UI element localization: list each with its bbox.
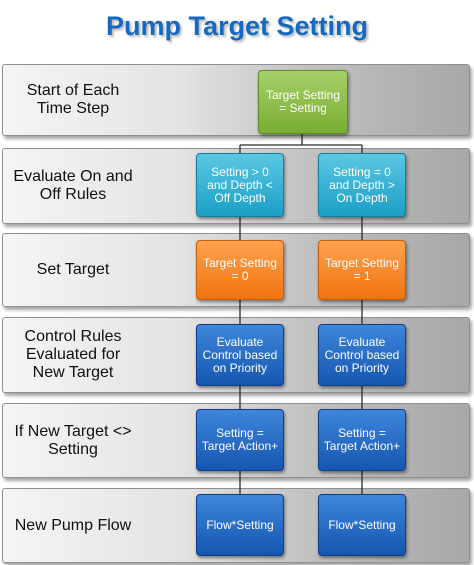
row-label-evaluate: Evaluate On and Off Rules — [13, 168, 133, 203]
box-flow-setting-right: Flow*Setting — [318, 494, 406, 556]
box-off-rule-condition: Setting > 0 and Depth < Off Depth — [196, 153, 284, 217]
box-evaluate-control-left: Evaluate Control based on Priority — [196, 324, 284, 386]
row-label-new-pump-flow: New Pump Flow — [14, 516, 132, 534]
row-label-set-target: Set Target — [36, 261, 110, 278]
box-setting-target-action-left: Setting = Target Action+ — [196, 409, 284, 471]
row-label-control-rules: Control Rules Evaluated for New Target — [24, 328, 122, 381]
diagram-title: Pump Target Setting — [105, 11, 368, 41]
box-target-setting-zero: Target Setting = 0 — [196, 240, 284, 300]
box-evaluate-control-right: Evaluate Control based on Priority — [318, 324, 406, 386]
box-flow-setting-left: Flow*Setting — [196, 494, 284, 556]
row-label-new-target: If New Target <> Setting — [14, 422, 132, 458]
box-target-setting-one: Target Setting = 1 — [318, 240, 406, 300]
row-start-of-time-step — [2, 64, 470, 136]
row-label-start: Start of Each Time Step — [26, 82, 120, 117]
box-on-rule-condition: Setting = 0 and Depth > On Depth — [318, 153, 406, 217]
box-setting-target-action-right: Setting = Target Action+ — [318, 409, 406, 471]
box-target-setting-equals-setting: Target Setting = Setting — [258, 70, 348, 134]
